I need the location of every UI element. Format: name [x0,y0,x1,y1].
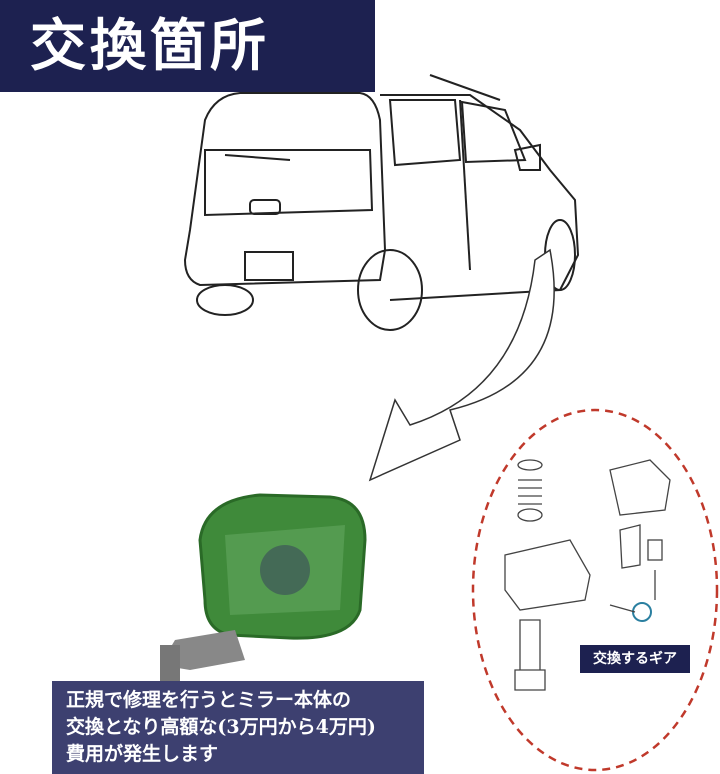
car-drawing [183,74,580,331]
gear-label: 交換するギア [580,645,690,673]
note-line: 費用が発生します [66,743,219,765]
note-line: 正規で修理を行うとミラー本体の [66,689,352,711]
repair-cost-note: 正規で修理を行うとミラー本体の 交換となり高額な(3万円から4万円) 費用が発生… [52,681,424,774]
note-line: 交換となり高額な(3万円から4万円) [66,716,376,738]
mirror-image [160,493,367,685]
curved-arrow [368,248,555,482]
page-title: 交換箇所 [0,0,375,92]
parts-exploded-view [504,459,671,691]
dashed-highlight [471,408,719,772]
